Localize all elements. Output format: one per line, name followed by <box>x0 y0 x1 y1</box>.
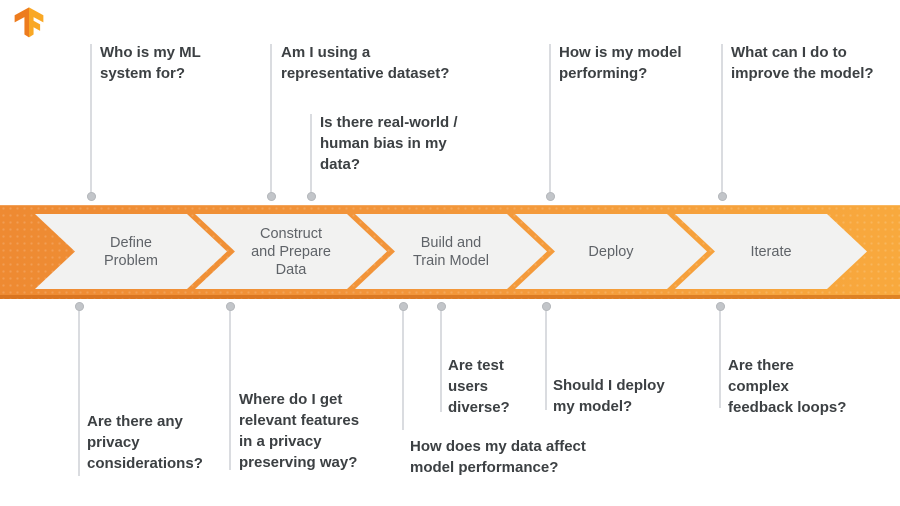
connector-dot <box>87 192 96 201</box>
stage-label: Construct and Prepare Data <box>251 225 331 278</box>
connector-line <box>78 306 80 476</box>
question-bottom-data-affect-performance: How does my data affect model performanc… <box>410 438 586 476</box>
question-top-model-performing: How is my model performing? <box>559 44 682 82</box>
connector-dot <box>226 302 235 311</box>
connector-dot <box>546 192 555 201</box>
connector-line <box>549 44 551 194</box>
connector-line <box>545 306 547 410</box>
connector-dot <box>718 192 727 201</box>
question-bottom-feedback-loops: Are there complex feedback loops? <box>728 357 847 416</box>
question-bottom-test-users-diverse: Are test users diverse? <box>448 357 510 416</box>
question-bottom-privacy-preserving-features: Where do I get relevant features in a pr… <box>239 391 360 471</box>
stage-label: Define Problem <box>104 234 158 269</box>
stage-label: Build and Train Model <box>412 234 490 269</box>
connector-line <box>721 44 723 194</box>
connector-dot <box>307 192 316 201</box>
connector-dot <box>75 302 84 311</box>
stage-chevron-build-train-model: Build and Train Model <box>355 214 547 289</box>
connector-line <box>719 306 721 408</box>
stage-chevron-define-problem: Define Problem <box>35 214 227 289</box>
connector-line <box>402 306 404 430</box>
connector-dot <box>267 192 276 201</box>
connector-line <box>440 306 442 412</box>
tensorflow-logo <box>14 7 44 38</box>
stage-label: Deploy <box>588 243 634 260</box>
question-top-real-world-bias: Is there real-world / human bias in my d… <box>320 114 458 173</box>
question-top-improve-model: What can I do to improve the model? <box>731 44 874 82</box>
connector-line <box>229 306 231 470</box>
question-top-representative-dataset: Am I using a representative dataset? <box>281 44 450 82</box>
connector-dot <box>437 302 446 311</box>
connector-line <box>310 114 312 194</box>
workflow-banner: Define Problem Construct and Prepare Dat… <box>0 205 900 299</box>
connector-dot <box>542 302 551 311</box>
question-bottom-should-deploy: Should I deploy my model? <box>553 377 665 415</box>
question-top-who-is-system-for: Who is my ML system for? <box>100 44 201 82</box>
stage-label: Iterate <box>750 243 792 260</box>
connector-dot <box>399 302 408 311</box>
connector-line <box>270 44 272 194</box>
connector-line <box>90 44 92 194</box>
connector-dot <box>716 302 725 311</box>
question-bottom-privacy-considerations: Are there any privacy considerations? <box>87 413 203 472</box>
